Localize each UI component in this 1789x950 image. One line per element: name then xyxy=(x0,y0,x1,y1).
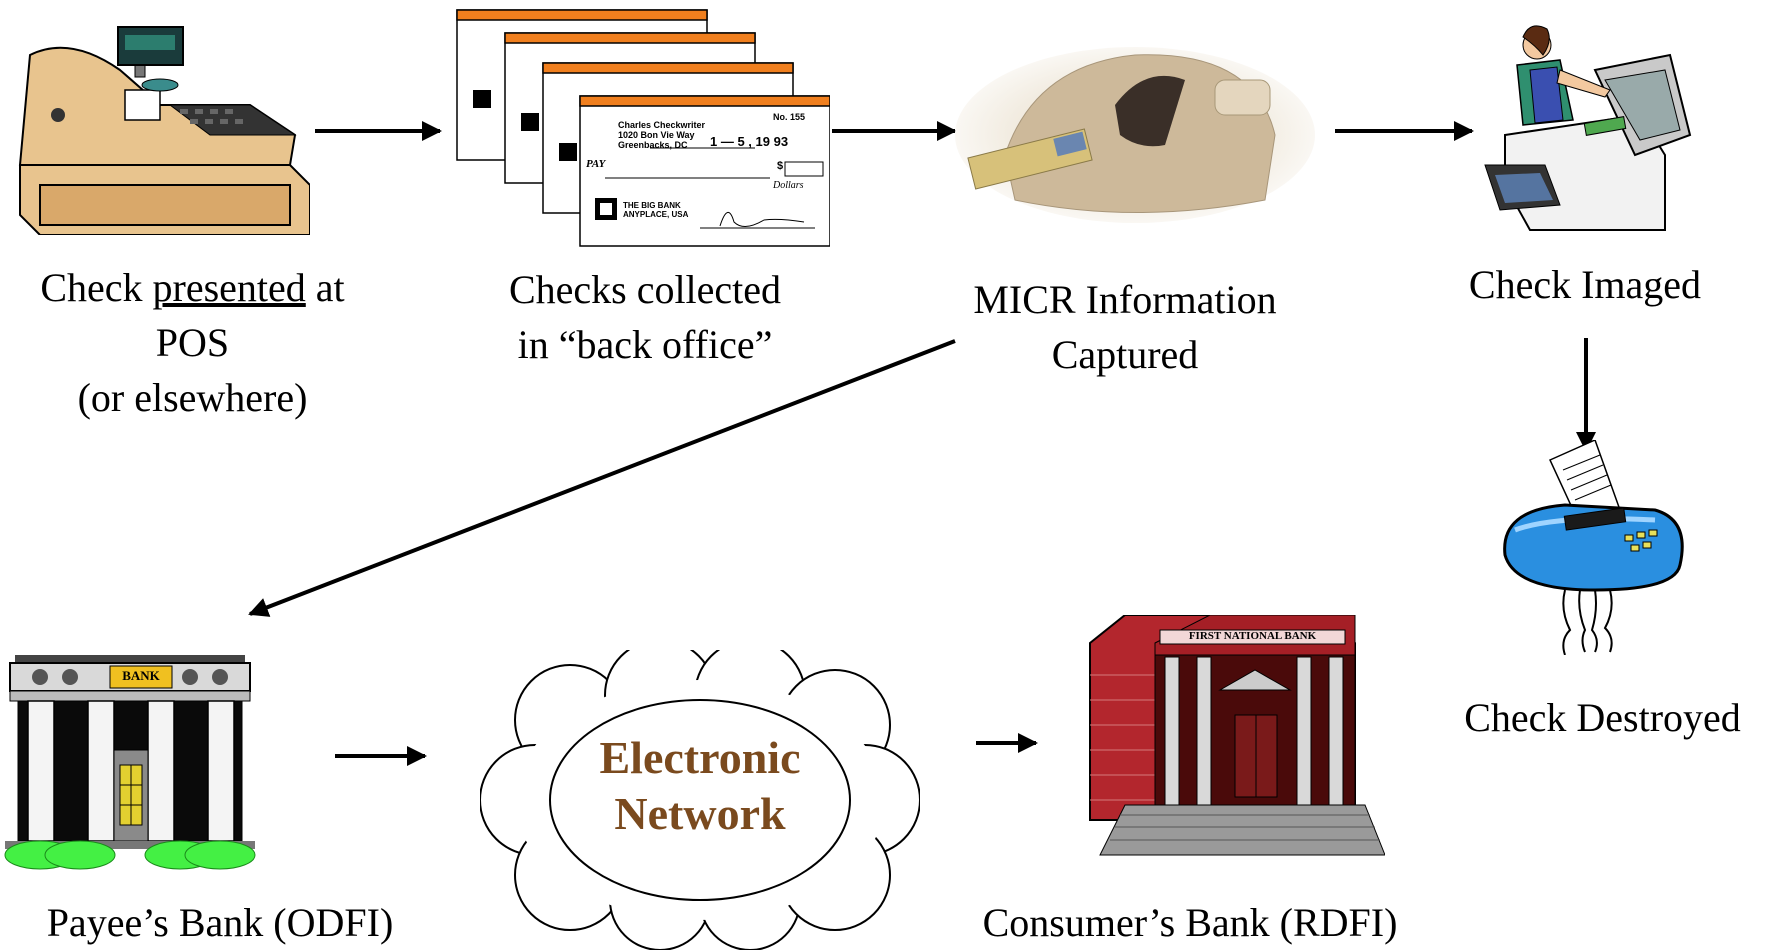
payee-bank: BANK xyxy=(0,655,260,870)
consumer-bank-icon xyxy=(1089,614,1386,856)
consumer-bank: FIRST NATIONAL BANK xyxy=(1085,614,1386,860)
check-address-2: Greenbacks, DC xyxy=(618,140,688,150)
caption-imaged-line1: Check Imaged xyxy=(1468,262,1702,307)
checks-stack-icon xyxy=(456,9,831,247)
caption-pos-underlined: presented xyxy=(152,265,306,310)
checks-stack: Charles Checkwriter 1020 Bon Vie Way Gre… xyxy=(455,8,831,253)
caption-pos: Check presented at POS (or elsewhere) xyxy=(0,260,385,425)
check-name: Charles Checkwriter xyxy=(618,120,706,130)
caption-pos-line3: (or elsewhere) xyxy=(77,375,308,420)
payee-bank-sign: BANK xyxy=(122,668,160,683)
network-label-line1: Electronic xyxy=(599,732,801,783)
network-label-line2: Network xyxy=(614,788,786,839)
caption-collected: Checks collected in “back office” xyxy=(460,262,830,372)
caption-destroyed: Check Destroyed xyxy=(1425,690,1780,745)
cash-register-icon xyxy=(18,26,310,235)
consumer-bank-sign: FIRST NATIONAL BANK xyxy=(1188,630,1317,642)
micr-reader-icon xyxy=(955,47,1315,223)
electronic-network-cloud-icon xyxy=(480,650,920,950)
caption-collected-line1: Checks collected xyxy=(508,267,782,312)
payee-bank-icon xyxy=(4,655,256,870)
caption-micr-line2: Captured xyxy=(1051,332,1199,377)
check-bank-location: ANYPLACE, USA xyxy=(623,210,689,219)
caption-imaged: Check Imaged xyxy=(1420,257,1750,312)
caption-payee-bank-line1: Payee’s Bank (ODFI) xyxy=(46,900,394,945)
caption-pos-line2: POS xyxy=(155,320,230,365)
network-label: Electronic Network xyxy=(560,730,840,842)
check-dollar-sign: $ xyxy=(777,160,784,172)
caption-destroyed-line1: Check Destroyed xyxy=(1464,695,1741,740)
check-address-1: 1020 Bon Vie Way xyxy=(618,130,695,140)
caption-micr-line1: MICR Information xyxy=(973,277,1277,322)
caption-payee-bank: Payee’s Bank (ODFI) xyxy=(0,895,440,950)
check-pay: PAY xyxy=(586,158,606,170)
caption-consumer-bank-line1: Consumer’s Bank (RDFI) xyxy=(982,900,1398,945)
check-dollars: Dollars xyxy=(773,180,804,191)
caption-collected-line2: in “back office” xyxy=(517,322,773,367)
shredder-icon xyxy=(1503,440,1684,655)
caption-consumer-bank: Consumer’s Bank (RDFI) xyxy=(945,895,1435,950)
caption-micr: MICR Information Captured xyxy=(925,272,1325,382)
caption-pos-pre: Check xyxy=(40,265,153,310)
caption-pos-line1: Check presented at xyxy=(0,260,385,315)
check-date: 1 — 5 , 19 93 xyxy=(710,134,789,149)
arrow-micr-to-payee-bank xyxy=(248,339,956,617)
check-number: No. 155 xyxy=(773,112,806,122)
caption-pos-post: at xyxy=(305,265,345,310)
check-bank-name: THE BIG BANK xyxy=(623,201,681,210)
check-imager-icon xyxy=(1484,25,1692,231)
